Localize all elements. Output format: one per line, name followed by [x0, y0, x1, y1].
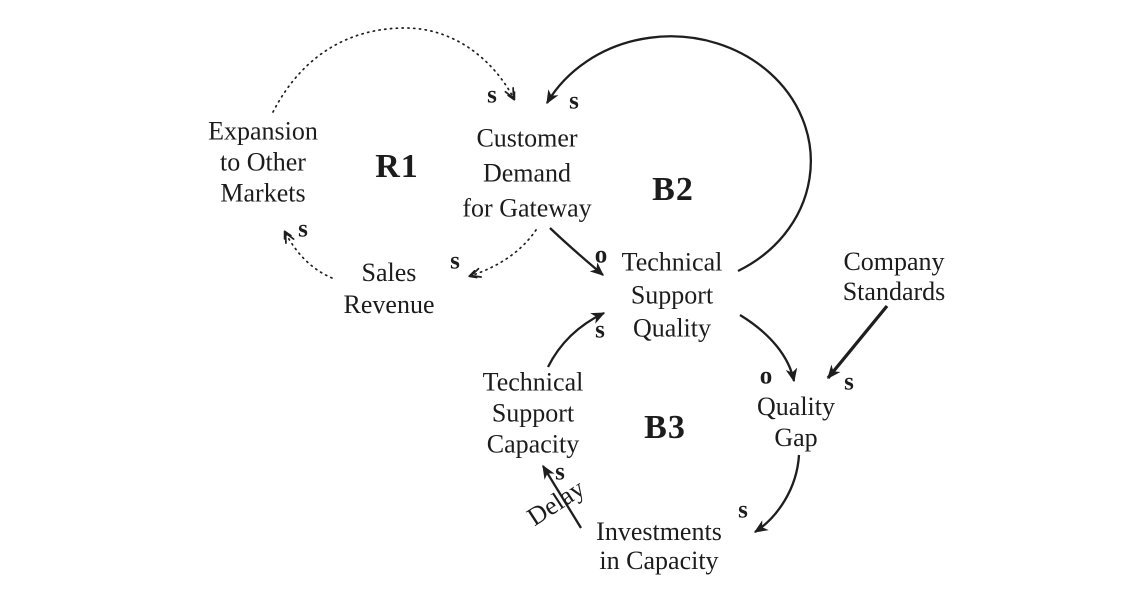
arrow-capacity-to-quality: [546, 311, 606, 368]
loop-label-r1: R1: [375, 148, 419, 185]
polarity-o-quality-to-gap: o: [759, 362, 773, 390]
arrow-demand-to-revenue: [470, 229, 537, 276]
loop-label-b2: B2: [652, 171, 694, 208]
loop-label-b3: B3: [644, 409, 686, 446]
node-technical-support-quality: Technical Support Quality: [621, 247, 723, 343]
node-technical-support-capacity: Technical Support Capacity: [482, 367, 584, 459]
arrow-standards-to-gap: [826, 304, 889, 380]
node-customer-demand-for-gateway: Customer Demand for Gateway: [462, 123, 592, 223]
polarity-s-investments-to-capacity: s: [555, 458, 565, 486]
node-company-standards: Company Standards: [842, 247, 946, 306]
polarity-s-capacity-to-quality: s: [595, 316, 605, 344]
arrow-quality-loop-to-demand: [546, 35, 812, 273]
arrow-quality-to-gap: [739, 314, 798, 383]
arrow-investments-to-capacity: [542, 464, 582, 529]
polarity-s-revenue-to-expansion: s: [298, 215, 308, 243]
polarity-s-demand-to-revenue: s: [450, 247, 460, 275]
node-quality-gap: Quality Gap: [757, 392, 835, 452]
arrow-revenue-to-expansion: [285, 232, 333, 279]
polarity-s-expansion-to-demand: s: [487, 81, 497, 109]
arrow-gap-to-investments: [753, 454, 801, 533]
polarity-s-quality-loop-to-demand: s: [569, 87, 579, 115]
arrow-expansion-to-demand: [272, 27, 514, 113]
polarity-s-gap-to-investments: s: [738, 496, 748, 524]
polarity-s-standards-to-gap: s: [844, 368, 854, 396]
node-sales-revenue: Sales Revenue: [343, 258, 435, 319]
polarity-o-demand-to-quality: o: [594, 241, 608, 269]
arrow-demand-to-quality: [549, 227, 604, 276]
node-investments-in-capacity: Investments in Capacity: [596, 517, 722, 575]
node-expansion-to-other-markets: Expansion to Other Markets: [208, 116, 318, 208]
